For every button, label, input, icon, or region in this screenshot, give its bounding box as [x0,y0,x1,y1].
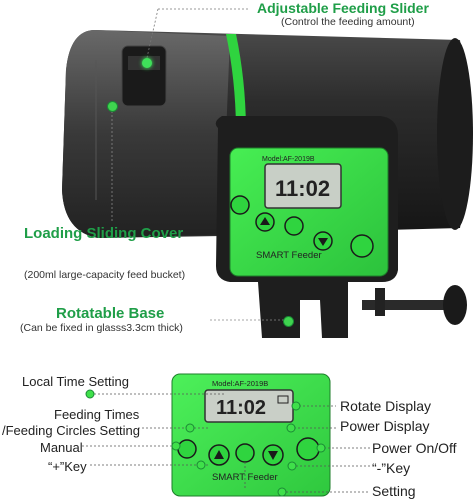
device-model-text: Model:AF-2019B [262,156,315,163]
callout-feeding-times-2: /Feeding Circles Setting [2,423,141,438]
callout-local-time: Local Time Setting [22,374,129,389]
slider-marker-dot [142,58,152,68]
callout-manual: Manual [40,440,83,455]
slider-subtitle: (Control the feeding amount) [281,16,415,28]
base-title: Rotatable Base [56,305,165,322]
callout-setting: Setting [372,483,416,499]
rotatable-base [258,282,467,338]
callout-rotate-display: Rotate Display [340,398,432,414]
panel-brand-text: SMART Feeder [212,472,278,483]
cover-subtitle: (200ml large-capacity feed bucket) [24,269,186,281]
base-subtitle: (Can be fixed in glasss3.3cm thick) [20,322,183,334]
panel-lcd-time: 11:02 [216,397,266,419]
callout-power-onoff: Power On/Off [372,440,457,456]
control-panel-diagram: Model:AF-2019B 11:02 SMART Feeder [82,373,372,497]
device-lcd-time: 11:02 [275,176,330,201]
slider-title: Adjustable Feeding Slider [257,0,429,16]
callout-power-display: Power Display [340,418,430,434]
cover-title: Loading Sliding Cover [24,225,184,242]
panel-model-text: Model:AF-2019B [212,379,268,388]
feeder-device-image: Model:AF-2019B 11:02 SMART Feeder [62,8,473,338]
callout-minus-key: “-”Key [372,460,411,476]
callout-plus-key: “+”Key [48,459,87,474]
cover-marker-dot [107,101,118,112]
base-marker-dot [283,316,294,327]
device-brand-text: SMART Feeder [256,250,322,261]
callout-feeding-times-1: Feeding Times [54,407,140,422]
